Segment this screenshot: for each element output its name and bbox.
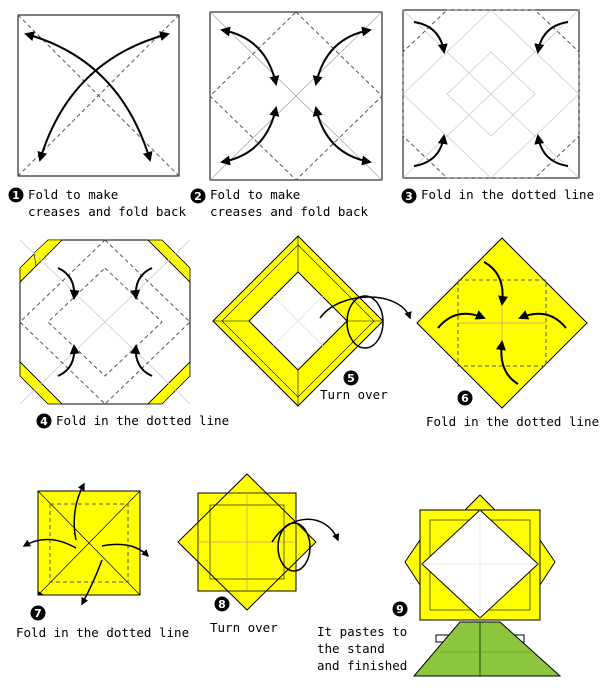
step-8-label: 8 Turn over: [210, 596, 278, 635]
step-3-diagram: [402, 9, 580, 179]
fold-arrow: [22, 538, 77, 549]
svg-text:1: 1: [12, 189, 20, 202]
svg-text:3: 3: [405, 190, 413, 203]
fold-line-dotted: [402, 9, 580, 179]
folded-corner: [147, 361, 191, 405]
step-4-diagram: [19, 239, 191, 405]
fold-arrow: [495, 340, 519, 385]
fold-arrow: [57, 344, 80, 377]
svg-text:6: 6: [461, 392, 469, 405]
fold-arrow: [37, 31, 170, 162]
step-number-badge: 2: [190, 188, 206, 204]
step-caption: the stand: [317, 641, 385, 656]
step-6-diagram: [416, 237, 588, 409]
svg-text:4: 4: [40, 415, 48, 428]
step-caption: Fold in the dotted line: [426, 414, 599, 429]
step-4-label: 4 Fold in the dotted line: [36, 413, 229, 429]
step-caption: Fold to make: [210, 187, 300, 202]
fold-arrow: [534, 21, 569, 54]
step-number-badge: 3: [401, 188, 417, 204]
step-3-label: 3 Fold in the dotted line: [401, 187, 594, 204]
folded-corner: [19, 361, 63, 405]
fold-arrow: [73, 482, 85, 541]
fold-arrow: [130, 267, 153, 300]
finished-sunflower: [404, 494, 556, 621]
fold-arrow: [413, 21, 448, 54]
step-caption: Fold in the dotted line: [421, 187, 594, 202]
step-number-badge: 4: [36, 413, 52, 429]
step-2-diagram: [209, 11, 383, 181]
step-5-diagram: [212, 235, 412, 407]
step-number-badge: 8: [214, 596, 230, 612]
step-caption: Fold in the dotted line: [56, 413, 229, 428]
fold-arrow: [437, 310, 486, 329]
fold-line-dotted: [49, 503, 129, 583]
step-caption: Fold to make: [28, 187, 118, 202]
fold-arrow: [57, 267, 80, 300]
svg-text:7: 7: [34, 607, 42, 620]
step-number-badge: 5: [343, 370, 359, 386]
fold-arrow: [220, 26, 280, 86]
step-caption: and finished: [317, 658, 407, 673]
fold-arrow: [312, 26, 372, 86]
step-number-badge: 9: [392, 601, 408, 617]
svg-text:2: 2: [194, 190, 202, 203]
step-9-diagram: [404, 494, 562, 677]
svg-text:9: 9: [396, 603, 404, 616]
turn-over-arrow: [271, 518, 340, 543]
step-caption: creases and fold back: [28, 204, 187, 219]
svg-text:8: 8: [218, 598, 226, 611]
step-1-label: 1 Fold to make creases and fold back: [8, 187, 187, 219]
step-2-label: 2 Fold to make creases and fold back: [190, 187, 369, 219]
fold-arrow: [130, 344, 153, 377]
step-caption: It pastes to: [317, 624, 407, 639]
folded-corner: [147, 239, 191, 283]
stand: [412, 621, 562, 677]
step-number-badge: 6: [457, 390, 473, 406]
step-9-label: 9 It pastes to the stand and finished: [317, 601, 408, 673]
step-7-diagram: [22, 482, 150, 606]
turn-over-loop: [346, 295, 384, 349]
fold-arrow: [483, 261, 509, 306]
step-number-badge: 7: [30, 605, 46, 621]
fold-arrow: [413, 134, 448, 167]
fold-arrow: [312, 106, 372, 166]
step-number-badge: 1: [8, 187, 24, 203]
fold-arrow: [81, 559, 103, 606]
step-6-label: 6 Fold in the dotted line: [426, 390, 599, 429]
step-caption: Turn over: [320, 387, 388, 402]
step-caption: creases and fold back: [210, 204, 369, 219]
step-5-label: 5 Turn over: [320, 370, 388, 402]
svg-text:5: 5: [347, 372, 355, 385]
step-caption: Fold in the dotted line: [16, 625, 189, 640]
step-7-label: 7 Fold in the dotted line: [16, 605, 189, 640]
turn-over-loop: [277, 522, 311, 572]
fold-arrow: [101, 543, 150, 558]
fold-arrow: [518, 310, 567, 329]
fold-arrow: [534, 134, 569, 167]
step-8-diagram: [177, 473, 340, 611]
fold-arrow: [220, 106, 280, 166]
step-caption: Turn over: [210, 620, 278, 635]
step-1-diagram: [17, 14, 180, 177]
